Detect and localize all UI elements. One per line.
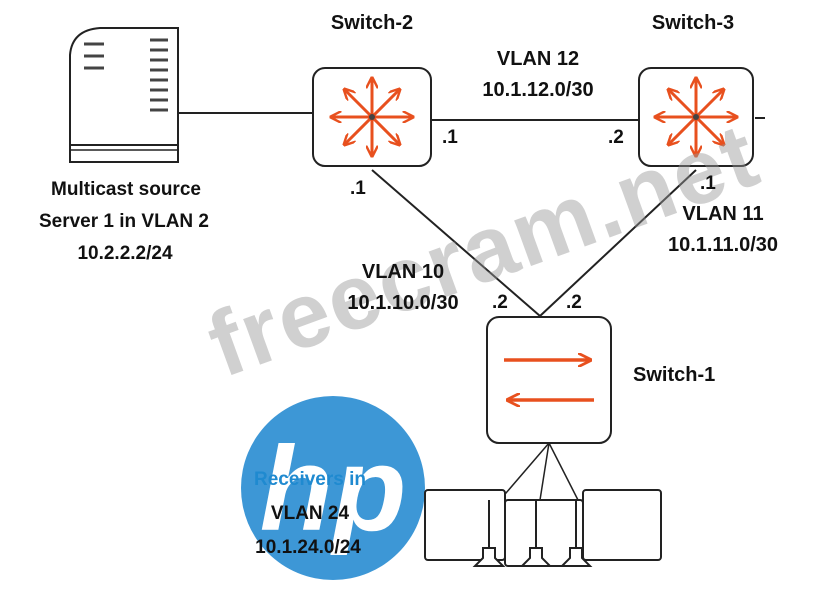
switch1-label: Switch-1 [633, 364, 716, 386]
link-vlan11 [539, 169, 697, 317]
vlan11-end-switch1: .2 [566, 292, 582, 313]
server-label-line2: Server 1 in VLAN 2 [38, 211, 210, 232]
vlan12-end-switch3: .2 [608, 127, 624, 148]
vlan10-subnet: 10.1.10.0/30 [347, 292, 459, 314]
hp-logo: hp [241, 396, 425, 580]
vlan11-name: VLAN 11 [682, 203, 764, 225]
server-icon [69, 27, 179, 163]
receivers-label-line1: Receivers in [254, 469, 366, 490]
hp-logo-text: hp [260, 422, 407, 556]
server-label-line1: Multicast source [51, 179, 201, 200]
receiver-links [499, 442, 579, 501]
vlan12-subnet: 10.1.12.0/30 [482, 79, 594, 101]
switch3-label: Switch-3 [651, 12, 735, 34]
vlan12-name: VLAN 12 [496, 48, 580, 70]
vlan11-subnet: 10.1.11.0/30 [667, 234, 779, 256]
link-vlan10 [371, 169, 541, 317]
receivers-label-line2: VLAN 24 [270, 503, 350, 524]
switch2-label: Switch-2 [330, 12, 414, 34]
switch1-switch-icon [486, 316, 612, 444]
switch2-router-icon [312, 67, 432, 167]
vlan10-end-switch2: .1 [350, 178, 366, 199]
receiver-hosts-icon [424, 489, 662, 567]
switch3-router-icon [638, 67, 754, 167]
vlan11-end-switch3: .1 [700, 173, 716, 194]
vlan12-end-switch2: .1 [442, 127, 458, 148]
receivers-label-line3: 10.1.24.0/24 [255, 537, 361, 558]
vlan10-name: VLAN 10 [361, 261, 445, 283]
server-label-line3: 10.2.2.2/24 [77, 243, 173, 264]
vlan10-end-switch1: .2 [492, 292, 508, 313]
